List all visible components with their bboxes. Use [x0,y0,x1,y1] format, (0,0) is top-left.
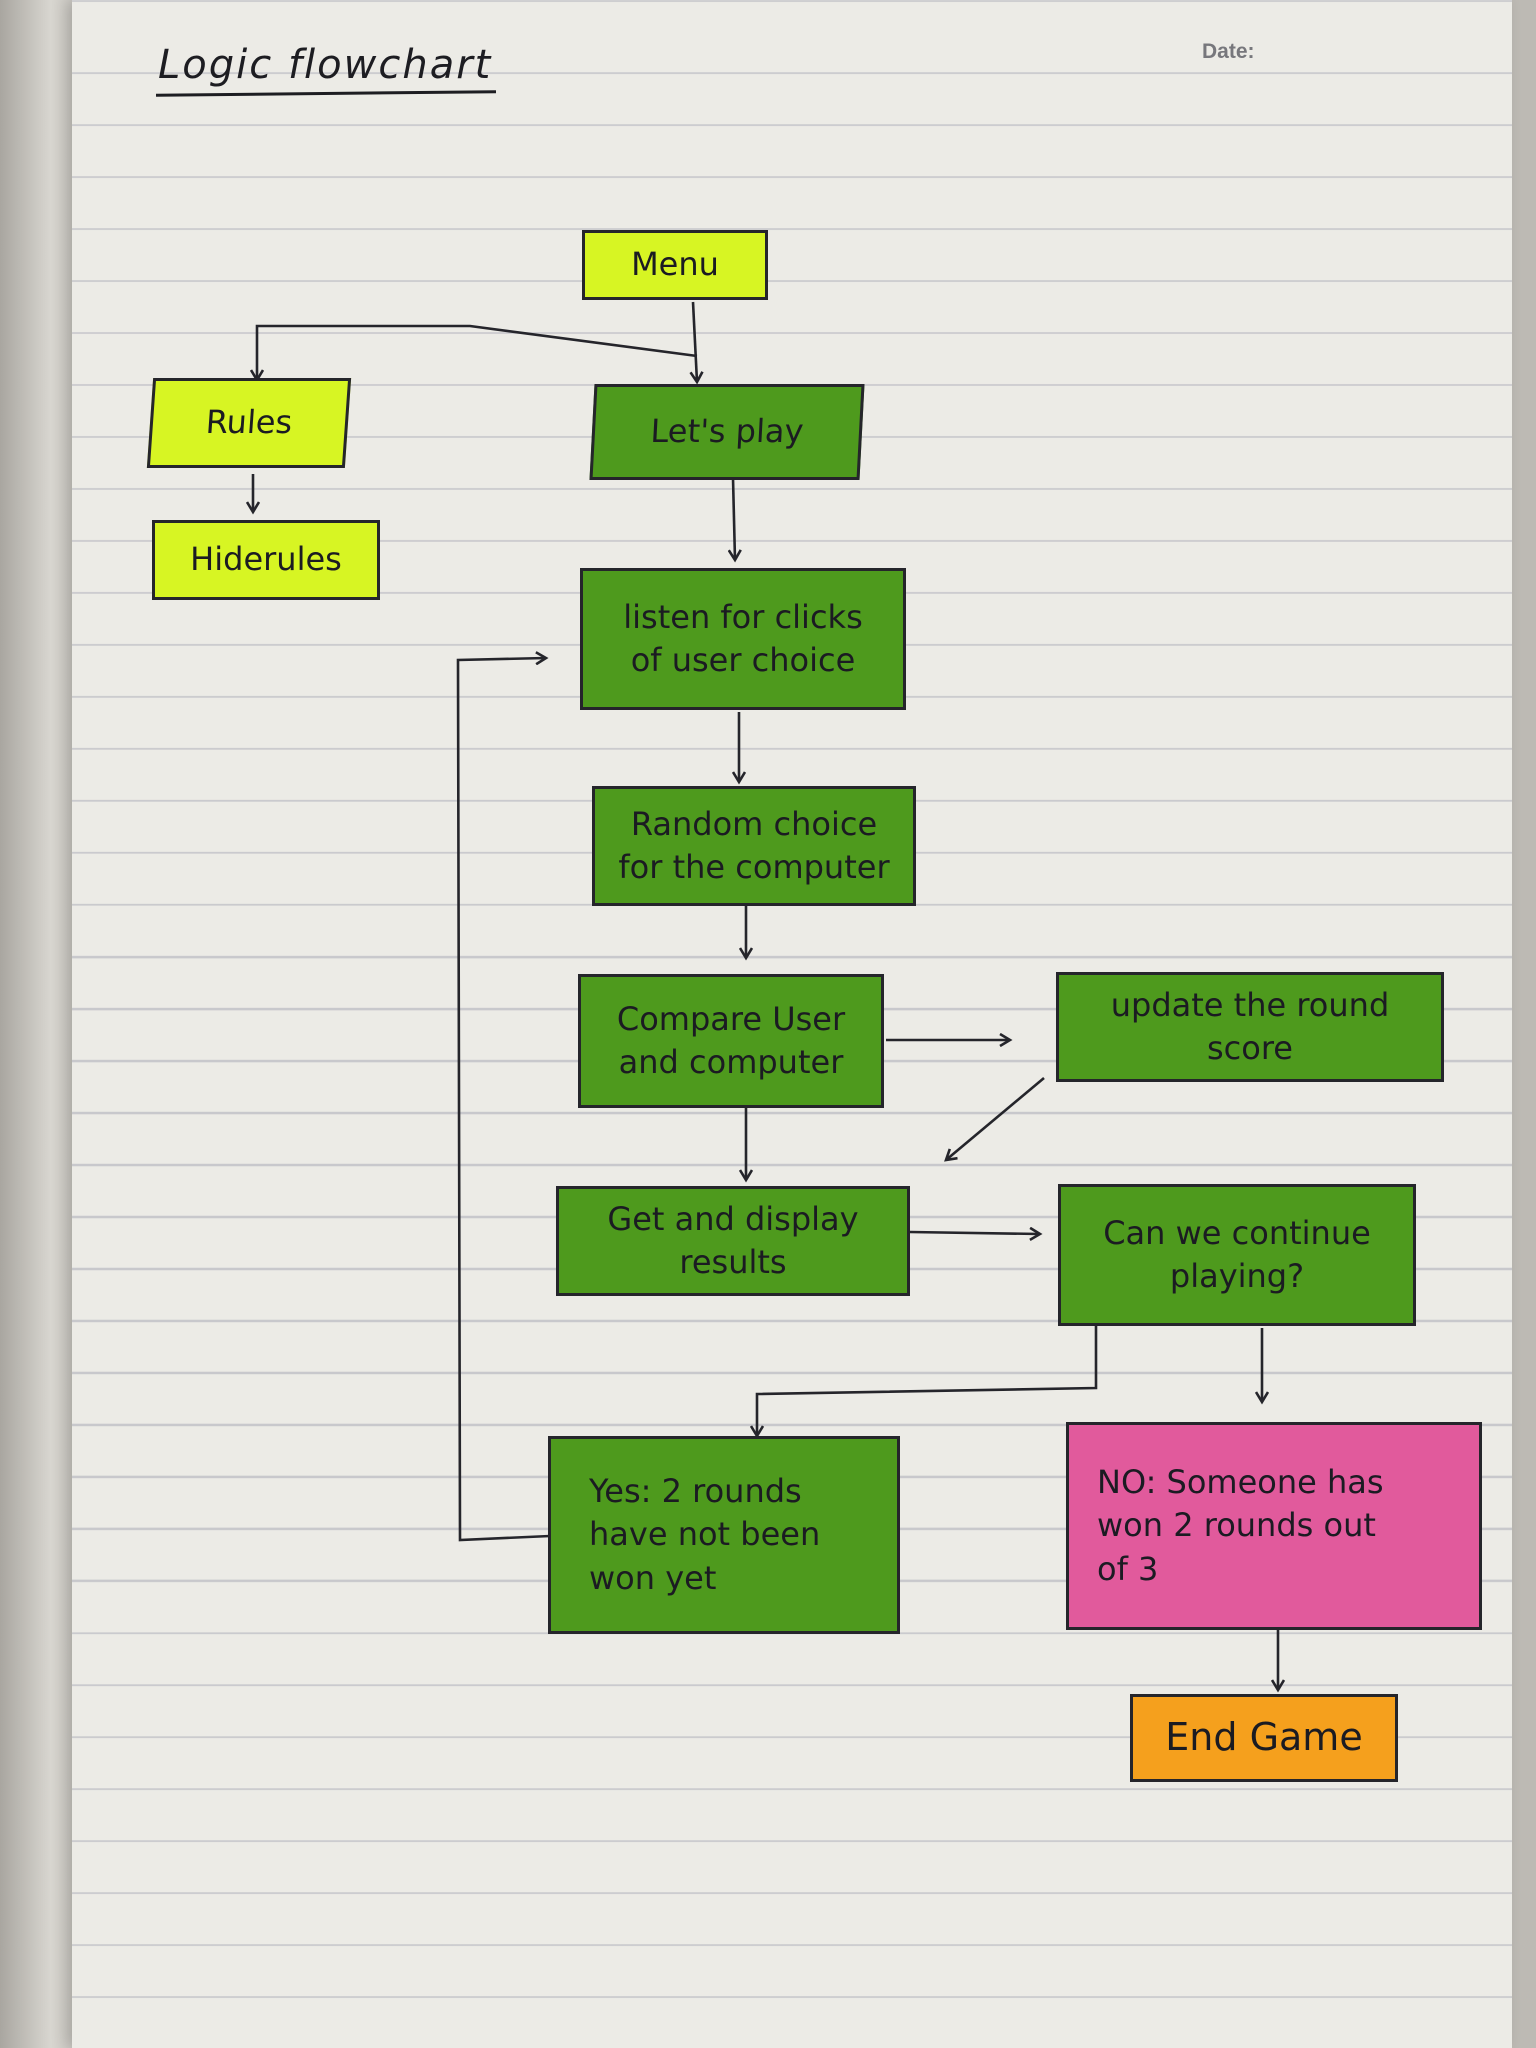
node-menu: Menu [582,230,768,300]
page-title: Logic flowchart [158,42,493,88]
node-lets-play: Let's play [589,384,865,480]
arrow-letsplay-to-listen [733,477,735,560]
node-listen-for-clicks: listen for clicks of user choice [580,568,906,710]
date-label: Date: [1202,40,1255,63]
node-end-game: End Game [1130,1694,1398,1782]
node-get-display-results: Get and display results [556,1186,910,1296]
node-no: NO: Someone has won 2 rounds out of 3 [1066,1422,1482,1630]
arrow-results-to-continue [909,1232,1040,1234]
arrow-menu-to-letsplay [693,301,697,382]
node-hide-rules: Hiderules [152,520,380,600]
notebook-binding [0,0,84,2048]
arrow-menu-to-rules [257,324,698,380]
arrow-continue-to-yes [757,1326,1098,1436]
node-rules: Rules [146,378,352,468]
node-continue-question: Can we continue playing? [1058,1184,1416,1326]
node-yes: Yes: 2 rounds have not been won yet [548,1436,900,1634]
arrow-update-back [946,1077,1045,1160]
node-compare: Compare User and computer [578,974,884,1108]
node-random-choice: Random choice for the computer [592,786,916,906]
arrow-yes-loop-to-listen [456,658,551,1542]
node-update-score: update the round score [1056,972,1444,1082]
